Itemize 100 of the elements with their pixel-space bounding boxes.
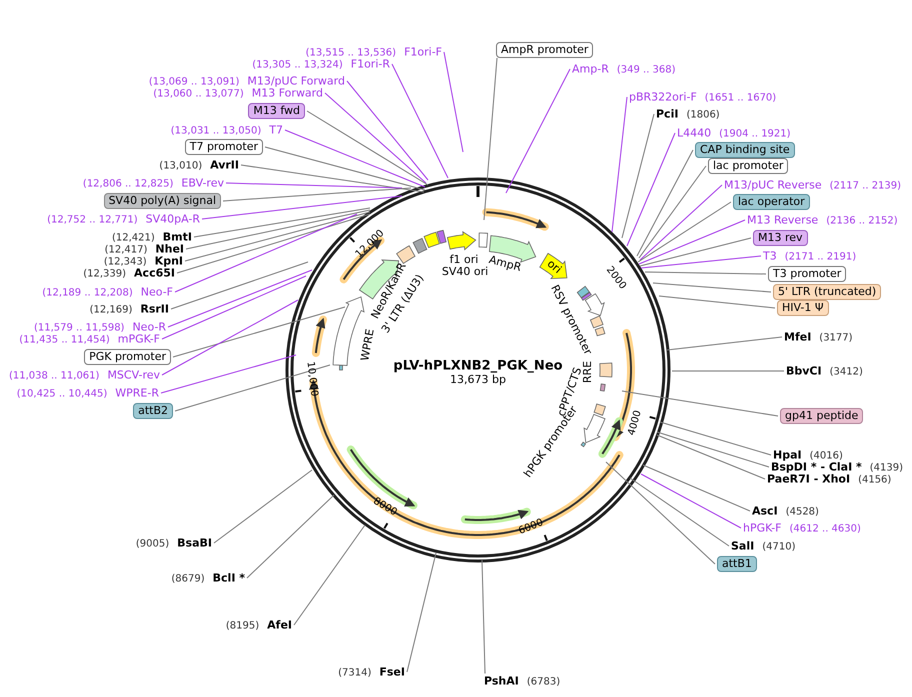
- feature-tag: M13 rev: [753, 230, 808, 246]
- leader-line: [346, 80, 428, 180]
- plasmid-size: 13,673 bp: [450, 374, 506, 386]
- cut-site-position: (12,339): [83, 268, 126, 280]
- primer-name: SV40pA-R: [146, 212, 200, 226]
- leader-line: [222, 188, 412, 202]
- leader-line: [484, 58, 498, 220]
- leader-line: [284, 130, 426, 188]
- enzyme-name: RsrII: [140, 302, 169, 316]
- leader-line: [444, 52, 464, 152]
- leader-line: [640, 238, 752, 266]
- feature-label: AmpR: [488, 254, 522, 274]
- primer-position: (1651 .. 1670): [704, 92, 776, 104]
- primer-name: M13 Reverse: [747, 214, 818, 226]
- primer-position: (11,435 .. 11,454): [19, 334, 110, 346]
- primer-name: L4440: [677, 126, 712, 140]
- enzyme-name: FseI: [379, 666, 405, 678]
- primer-position: (11,579 .. 11,598): [34, 322, 124, 334]
- cut-site-position: (3177): [819, 332, 853, 344]
- enzyme-name: Acc65I: [134, 266, 175, 280]
- feature-tag: 5' LTR (truncated): [773, 284, 882, 300]
- leader-line: [640, 256, 762, 268]
- feature-tag: lac operator: [733, 194, 810, 210]
- leader-line: [168, 270, 312, 328]
- primer-position: (13,031 .. 13,050): [170, 126, 262, 136]
- cut-site-position: (4710): [762, 542, 796, 552]
- cut-site-position: (4156): [858, 474, 892, 486]
- leader-line: [160, 354, 296, 394]
- leader-line: [612, 96, 628, 232]
- primer-position: (12,752 .. 12,771): [47, 214, 138, 226]
- leader-line: [186, 210, 370, 250]
- feature-label: f1 ori: [450, 254, 478, 266]
- primer-position: (13,069 .. 13,091): [148, 76, 240, 88]
- enzyme-name: AvrII: [210, 158, 239, 172]
- feature-tag: PGK promoter: [84, 349, 171, 365]
- leader-line: [666, 336, 782, 350]
- primer-name: pBR322ori-F: [629, 90, 697, 104]
- leader-line: [324, 92, 426, 184]
- enzyme-name: BspDI * - ClaI *: [771, 460, 862, 474]
- enzyme-name: BmtI: [162, 230, 192, 244]
- leader-line: [246, 494, 334, 578]
- feature-tag: T7 promoter: [184, 139, 263, 155]
- feature-tag: M13 fwd: [248, 103, 305, 119]
- primer-position: (12,189 .. 12,208): [42, 288, 133, 298]
- primer-name: M13 Forward: [252, 86, 323, 100]
- leader-line: [162, 300, 298, 376]
- primer-position: (13,060 .. 13,077): [153, 88, 244, 100]
- primer-name: F1ori-F: [404, 46, 442, 58]
- leader-line: [652, 282, 772, 292]
- primer-name: mPGK-F: [118, 332, 160, 346]
- leader-line: [622, 390, 778, 416]
- leader-line: [226, 182, 402, 188]
- primer-name: Neo-F: [140, 286, 173, 298]
- primer-position: (10,425 .. 10,445): [16, 388, 108, 400]
- leader-line: [294, 524, 366, 626]
- leader-line: [162, 276, 306, 340]
- enzyme-name: AfeI: [267, 618, 292, 632]
- primer-position: (13,305 .. 13,324): [252, 60, 343, 70]
- feature-tag: CAP binding site: [695, 142, 795, 158]
- feature-tag: lac promoter: [708, 158, 788, 174]
- enzyme-name: PaeR7I - XhoI: [767, 472, 850, 486]
- enzyme-name: BbvCI: [786, 364, 822, 378]
- primer-name: WPRE-R: [115, 386, 159, 400]
- leader-line: [656, 434, 766, 480]
- primer-position: (2136 .. 2152): [826, 216, 898, 226]
- leader-line: [406, 552, 436, 672]
- cut-site-position: (9005): [136, 538, 170, 550]
- feature-tag: attB2: [133, 403, 173, 419]
- enzyme-name: AscI: [752, 504, 778, 518]
- primer-position: (13,515 .. 13,536): [306, 48, 396, 58]
- leader-line: [640, 474, 742, 528]
- leader-line: [392, 64, 448, 178]
- leader-line: [622, 114, 654, 238]
- leader-line: [506, 68, 570, 194]
- enzyme-name: MfeI: [784, 330, 812, 344]
- scale-label: 4000: [626, 410, 644, 438]
- cut-site-position: (4528): [786, 506, 819, 518]
- cut-site-position: (12,417): [104, 244, 148, 256]
- leader-line: [240, 164, 424, 192]
- feature-tag: T3 promoter: [768, 266, 846, 282]
- feature-tag: HIV-1 Ψ: [777, 300, 829, 316]
- feature-tag: AmpR promoter: [496, 42, 594, 58]
- primer-name: EBV-rev: [181, 176, 224, 190]
- primer-name: T3: [763, 250, 777, 262]
- leader-line: [606, 462, 716, 564]
- cut-site-position: (4016): [810, 450, 843, 462]
- enzyme-name: BsaBI: [177, 536, 212, 550]
- primer-position: (4612 .. 4630): [789, 524, 861, 534]
- leader-line: [626, 132, 676, 246]
- primer-name: hPGK-F: [743, 522, 782, 534]
- primer-position: (11,038 .. 11,061): [8, 370, 100, 382]
- leader-line: [174, 214, 358, 292]
- primer-name: Neo-R: [132, 320, 166, 334]
- leader-line: [172, 306, 346, 358]
- scale-label: 6000: [516, 518, 545, 538]
- leader-line: [642, 464, 750, 512]
- cut-site-position: (6783): [526, 676, 560, 688]
- feature-tag: gp41 peptide: [780, 408, 864, 424]
- leader-line: [170, 262, 308, 310]
- feature-label: ori: [544, 258, 564, 276]
